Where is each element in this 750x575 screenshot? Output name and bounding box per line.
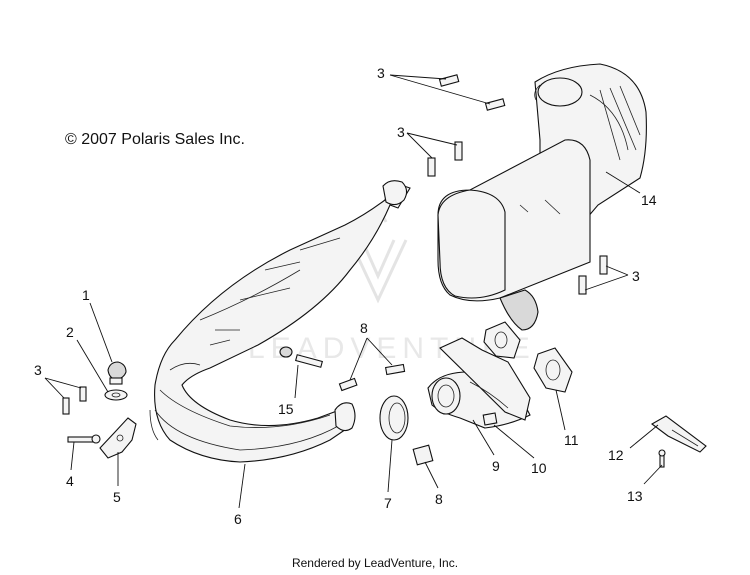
callout-7: 7: [384, 495, 392, 511]
callout-5: 5: [113, 489, 121, 505]
part-8-spring-lower: [412, 444, 434, 466]
part-7-seal-ring: [379, 395, 409, 441]
part-2-washer: [104, 389, 128, 401]
callout-9: 9: [492, 458, 500, 474]
callout-3-right: 3: [632, 268, 640, 284]
callout-11: 11: [564, 432, 579, 448]
callout-10: 10: [531, 460, 547, 476]
callout-6: 6: [234, 511, 242, 527]
part-5-bracket: [99, 417, 137, 459]
callout-13: 13: [627, 488, 643, 504]
callout-8-lower: 8: [435, 491, 443, 507]
part-9-manifold: [427, 337, 531, 429]
part-6-exhaust-pipe: [149, 180, 411, 463]
part-1-grommet: [107, 361, 127, 385]
callout-14: 14: [641, 192, 657, 208]
part-11-gasket: [483, 321, 573, 393]
part-10-plug: [482, 412, 498, 426]
part-12-heat-shield: [651, 415, 707, 453]
render-credit: Rendered by LeadVenture, Inc.: [291, 556, 459, 570]
callout-1: 1: [82, 287, 90, 303]
callout-4: 4: [66, 473, 74, 489]
part-8-spring-upper: [338, 363, 406, 392]
copyright-notice: © 2007 Polaris Sales Inc.: [65, 131, 245, 148]
part-3-spring-mid: [427, 141, 463, 177]
callout-3-left: 3: [34, 362, 42, 378]
callout-8-upper: 8: [360, 320, 368, 336]
part-3-spring-right: [578, 255, 608, 295]
callout-15: 15: [278, 401, 294, 417]
part-3-spring-top: [438, 74, 506, 111]
callout-12: 12: [608, 447, 624, 463]
part-14-muffler: [437, 63, 647, 331]
part-15-stud: [279, 346, 324, 368]
callout-3-top: 3: [377, 65, 385, 81]
leader-lines: [44, 74, 663, 509]
callout-3-mid: 3: [397, 124, 405, 140]
part-4-bolt: [67, 434, 101, 444]
callout-2: 2: [66, 324, 74, 340]
callout-labels: 1 2 3 4 5 6 7 8 8 9 10 11 12 13 14 15 3 …: [34, 65, 657, 527]
part-13-fastener: [658, 449, 666, 468]
part-3-spring-left: [62, 386, 87, 415]
